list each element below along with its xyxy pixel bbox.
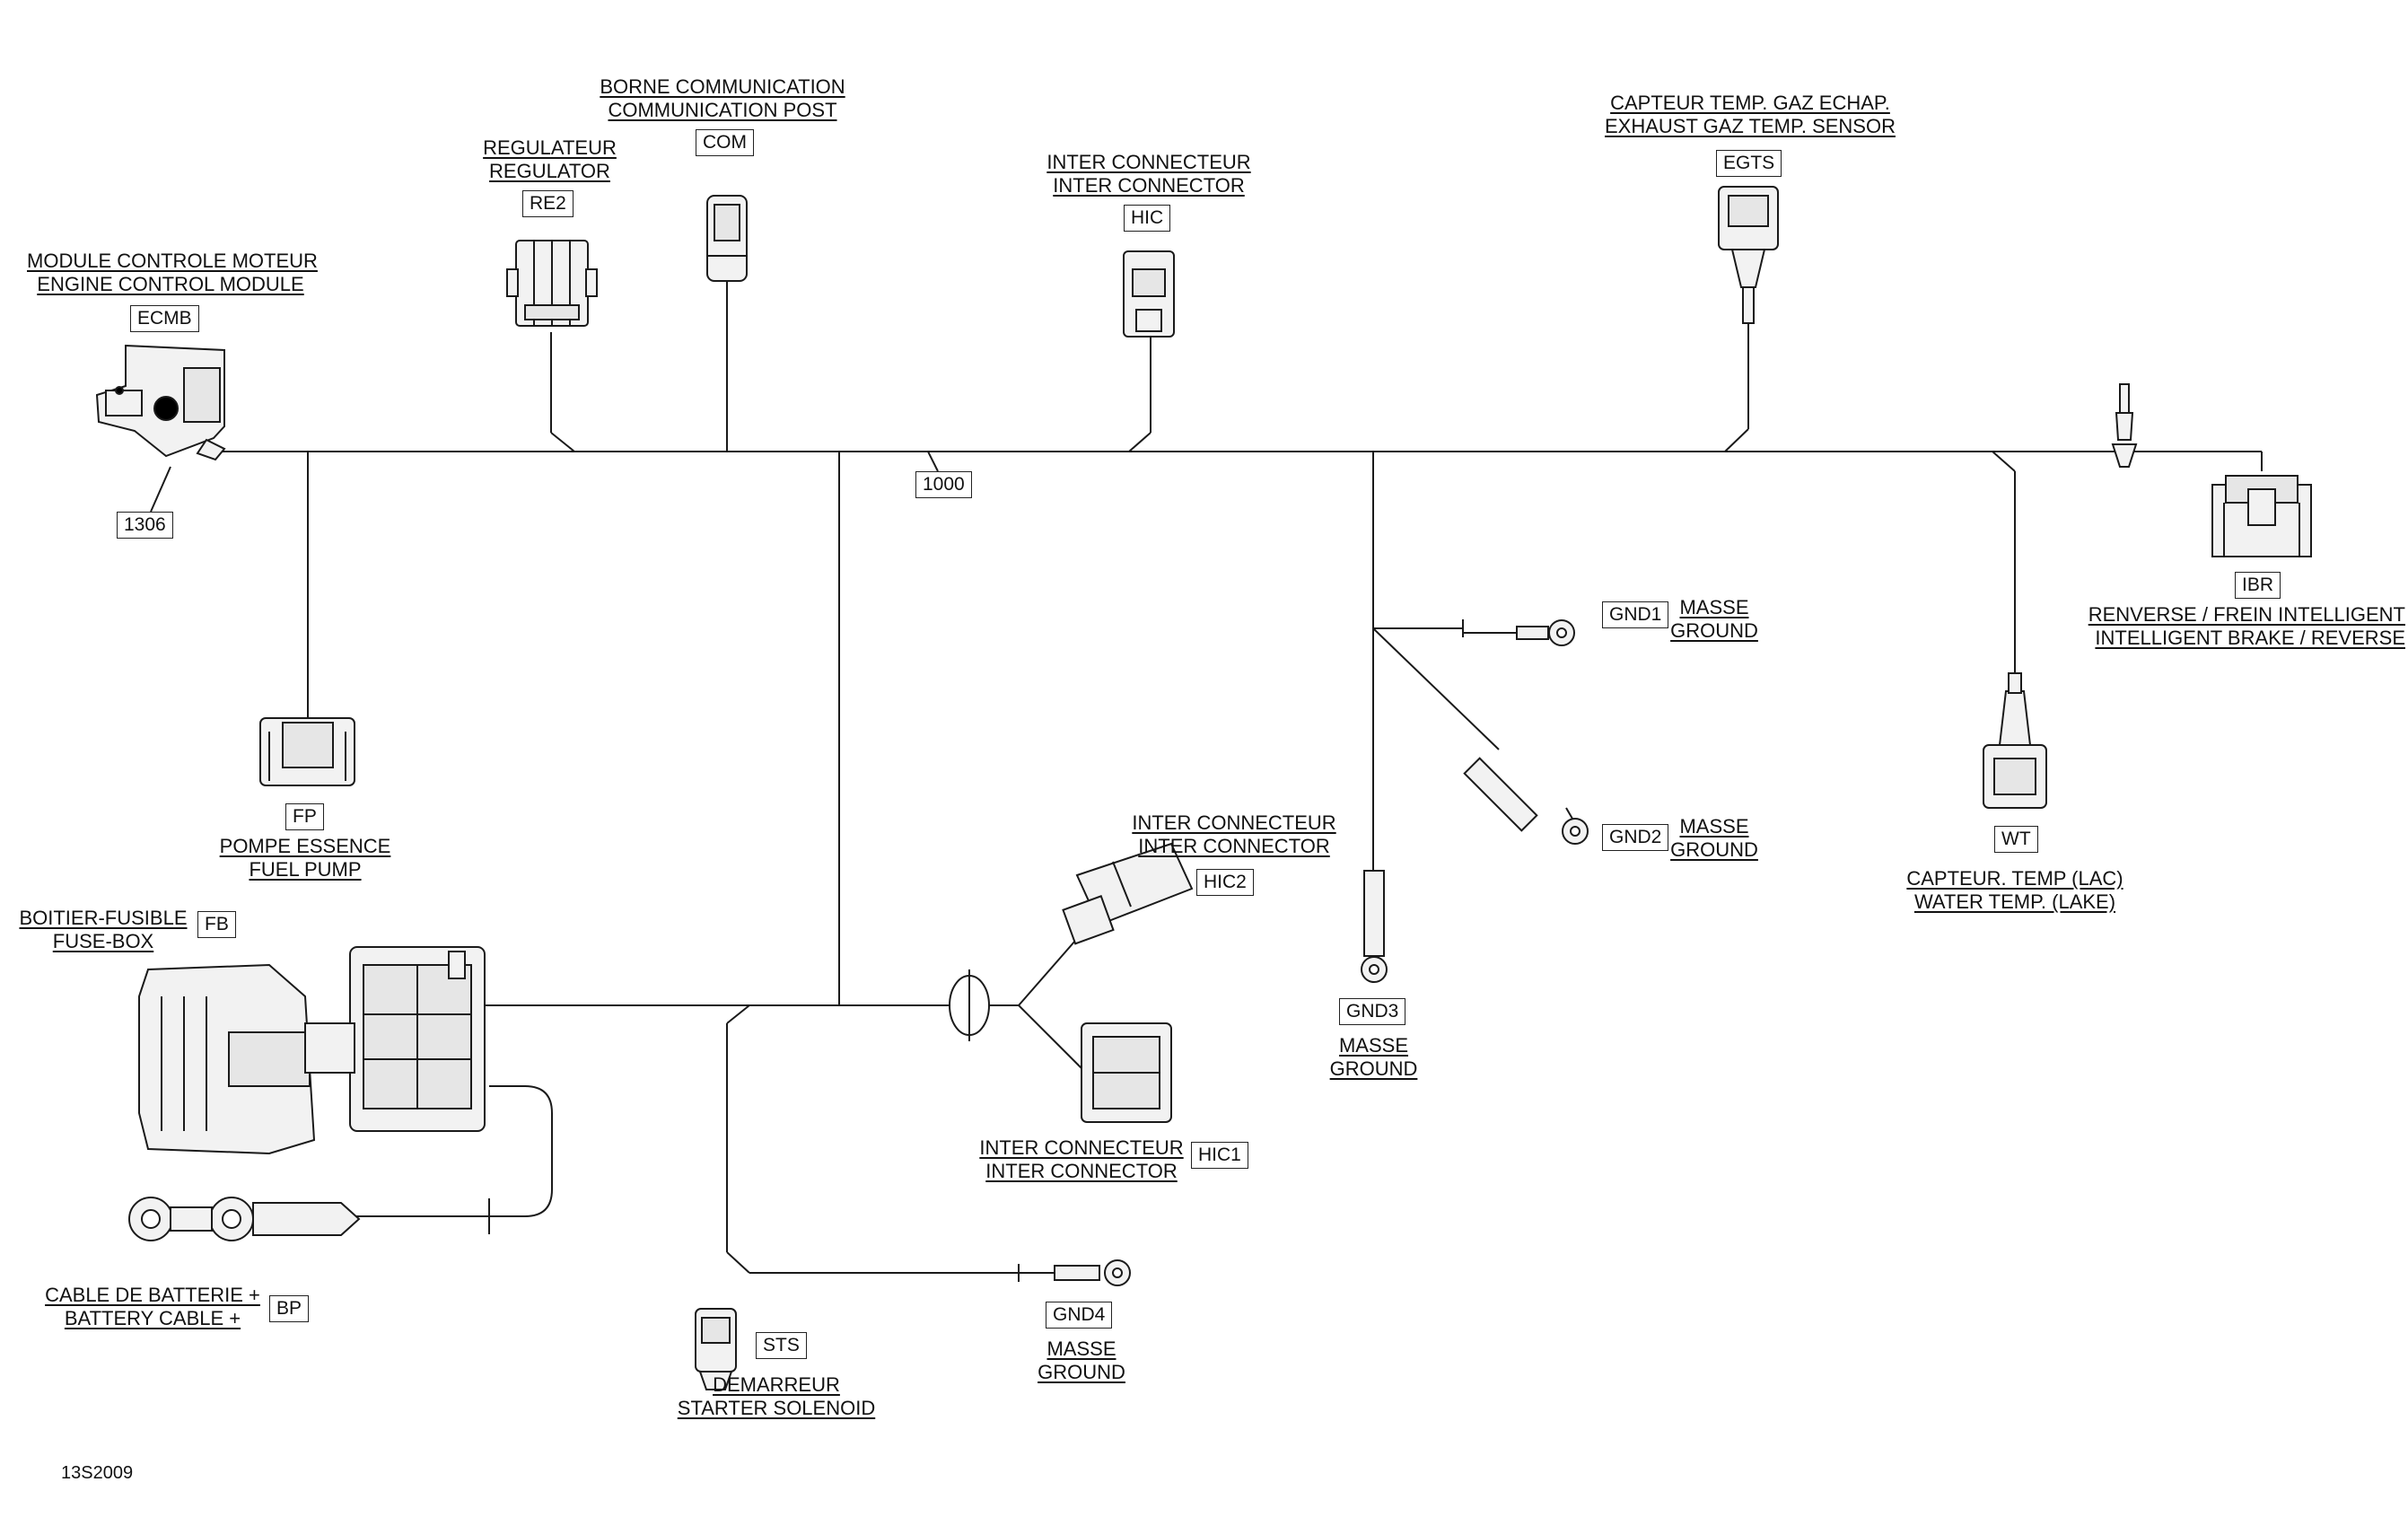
wire-1306-ref bbox=[150, 466, 171, 513]
hic1-connector-shape bbox=[1081, 1022, 1172, 1123]
com-code: COM bbox=[696, 129, 754, 156]
egts-label: CAPTEUR TEMP. GAZ ECHAP. EXHAUST GAZ TEM… bbox=[1605, 92, 1896, 137]
bp-battery-cable-shape bbox=[128, 1197, 361, 1241]
ecmb-connector-shape bbox=[95, 344, 226, 461]
hic1-code: HIC1 bbox=[1191, 1142, 1248, 1169]
ibr-label: RENVERSE / FREIN INTELLIGENT INTELLIGENT… bbox=[2088, 603, 2405, 649]
fp-connector-shape bbox=[259, 717, 355, 786]
com-label: BORNE COMMUNICATION COMMUNICATION POST bbox=[600, 75, 845, 121]
egts-connector-shape bbox=[1718, 186, 1779, 324]
gnd1-code: GND1 bbox=[1602, 601, 1669, 628]
ibr-probe-shape bbox=[2111, 383, 2138, 468]
com-connector-shape bbox=[706, 195, 748, 282]
sts-code: STS bbox=[756, 1332, 807, 1359]
hic2-connector-shape bbox=[1062, 842, 1194, 945]
wire-1000-ref bbox=[927, 451, 939, 472]
bp-label: CABLE DE BATTERIE + BATTERY CABLE + bbox=[45, 1284, 260, 1329]
hic1-label: INTER CONNECTEUR INTER CONNECTOR bbox=[979, 1136, 1184, 1182]
sts-label: DEMARREUR STARTER SOLENOID bbox=[677, 1373, 876, 1419]
gnd3-label: MASSE GROUND bbox=[1329, 1034, 1418, 1080]
fp-code: FP bbox=[285, 803, 324, 830]
bp-code: BP bbox=[269, 1295, 310, 1322]
gnd2-terminal-shape bbox=[1463, 757, 1589, 845]
gnd1-terminal-shape bbox=[1516, 619, 1575, 646]
sts-connector-shape bbox=[695, 1308, 737, 1390]
gnd4-code: GND4 bbox=[1046, 1302, 1113, 1329]
gnd1-label: MASSE GROUND bbox=[1670, 596, 1758, 642]
gnd3-code: GND3 bbox=[1339, 998, 1406, 1025]
battery-cable-wire bbox=[489, 1085, 553, 1217]
hic-connector-shape bbox=[1123, 250, 1175, 338]
wt-label: CAPTEUR. TEMP (LAC) WATER TEMP. (LAKE) bbox=[1906, 867, 2123, 913]
splice-shape bbox=[949, 969, 990, 1041]
fb-code: FB bbox=[197, 911, 236, 938]
ibr-code: IBR bbox=[2235, 572, 2281, 599]
ecmb-label: MODULE CONTROLE MOTEUR ENGINE CONTROL MO… bbox=[27, 250, 318, 295]
re2-connector-shape bbox=[506, 240, 598, 327]
gnd4-terminal-shape bbox=[1054, 1259, 1131, 1286]
ref-1000: 1000 bbox=[915, 471, 972, 498]
gnd4-label: MASSE GROUND bbox=[1038, 1337, 1125, 1383]
figure-id: 13S2009 bbox=[61, 1463, 134, 1483]
gnd2-code: GND2 bbox=[1602, 824, 1669, 851]
wt-connector-shape bbox=[1983, 672, 2047, 809]
egts-code: EGTS bbox=[1716, 150, 1782, 177]
re2-label: REGULATEUR REGULATOR bbox=[483, 136, 617, 182]
ref-1306: 1306 bbox=[117, 512, 173, 539]
gnd2-label: MASSE GROUND bbox=[1670, 815, 1758, 861]
hic-code: HIC bbox=[1124, 205, 1171, 232]
hic2-label: INTER CONNECTEUR INTER CONNECTOR bbox=[1132, 811, 1336, 857]
ibr-connector-shape bbox=[2211, 475, 2312, 557]
ecmb-code: ECMB bbox=[130, 305, 199, 332]
hic-label: INTER CONNECTEUR INTER CONNECTOR bbox=[1046, 151, 1251, 197]
fp-label: POMPE ESSENCE FUEL PUMP bbox=[219, 835, 391, 881]
fb-fusebox-shape bbox=[138, 946, 486, 1155]
wt-code: WT bbox=[1994, 826, 2038, 853]
fb-label: BOITIER-FUSIBLE FUSE-BOX bbox=[19, 907, 188, 952]
gnd3-terminal-shape bbox=[1361, 870, 1388, 983]
hic2-code: HIC2 bbox=[1196, 869, 1254, 896]
re2-code: RE2 bbox=[522, 190, 574, 217]
